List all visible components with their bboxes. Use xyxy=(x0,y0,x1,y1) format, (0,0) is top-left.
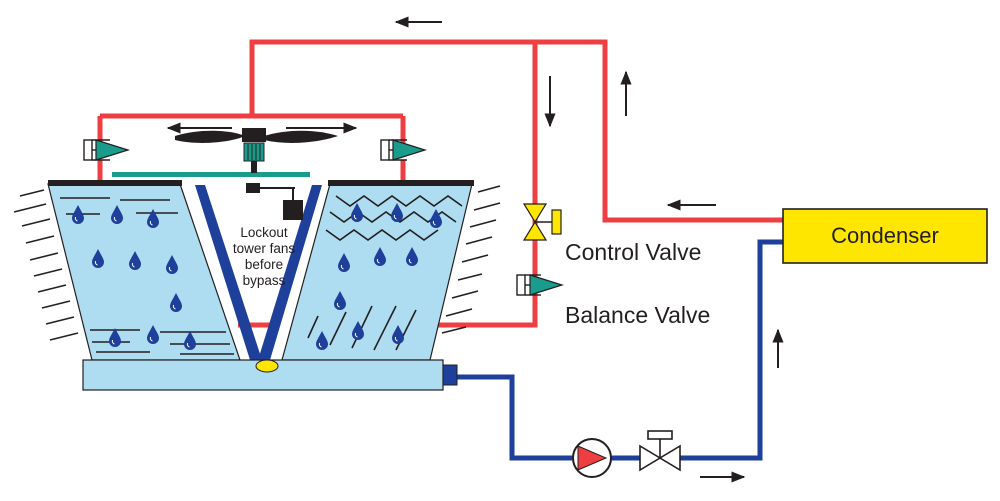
left-inlet-valve-icon xyxy=(83,139,131,161)
lockout-note: Lockout tower fans before bypass xyxy=(233,225,296,288)
left-inner-panel xyxy=(195,185,262,360)
basin-outlet xyxy=(442,364,458,386)
lockout-note-line-2: tower fans xyxy=(233,241,296,256)
lockout-note-line-1: Lockout xyxy=(240,225,288,240)
right-distribution-deck xyxy=(328,180,474,186)
fan-icon xyxy=(112,128,338,177)
lockout-note-line-4: bypass xyxy=(243,273,286,288)
lockout-note-line-3: before xyxy=(245,257,283,272)
condenser-label: Condenser xyxy=(831,223,939,248)
balance-valve-icon xyxy=(516,274,565,296)
pump-icon xyxy=(572,438,612,478)
gate-valve-icon xyxy=(639,430,681,472)
right-air-inlet-lines xyxy=(441,185,501,334)
right-inner-panel xyxy=(258,185,322,360)
supply-piping xyxy=(97,39,783,328)
left-air-inlet-lines xyxy=(13,189,79,341)
motor-icon xyxy=(246,183,303,220)
cooling-tower: Lockout tower fans before bypass xyxy=(13,180,501,391)
return-piping xyxy=(455,239,783,461)
control-valve-icon xyxy=(522,203,562,241)
flow-arrows xyxy=(394,16,784,483)
basin-strainer xyxy=(255,359,279,373)
balance-valve-label: Balance Valve xyxy=(565,302,710,328)
left-fill-texture xyxy=(60,197,234,355)
right-inlet-valve-icon xyxy=(380,139,428,161)
condenser: Condenser xyxy=(782,208,988,264)
control-valve-label: Control Valve xyxy=(565,239,701,265)
left-distribution-deck xyxy=(48,180,182,186)
